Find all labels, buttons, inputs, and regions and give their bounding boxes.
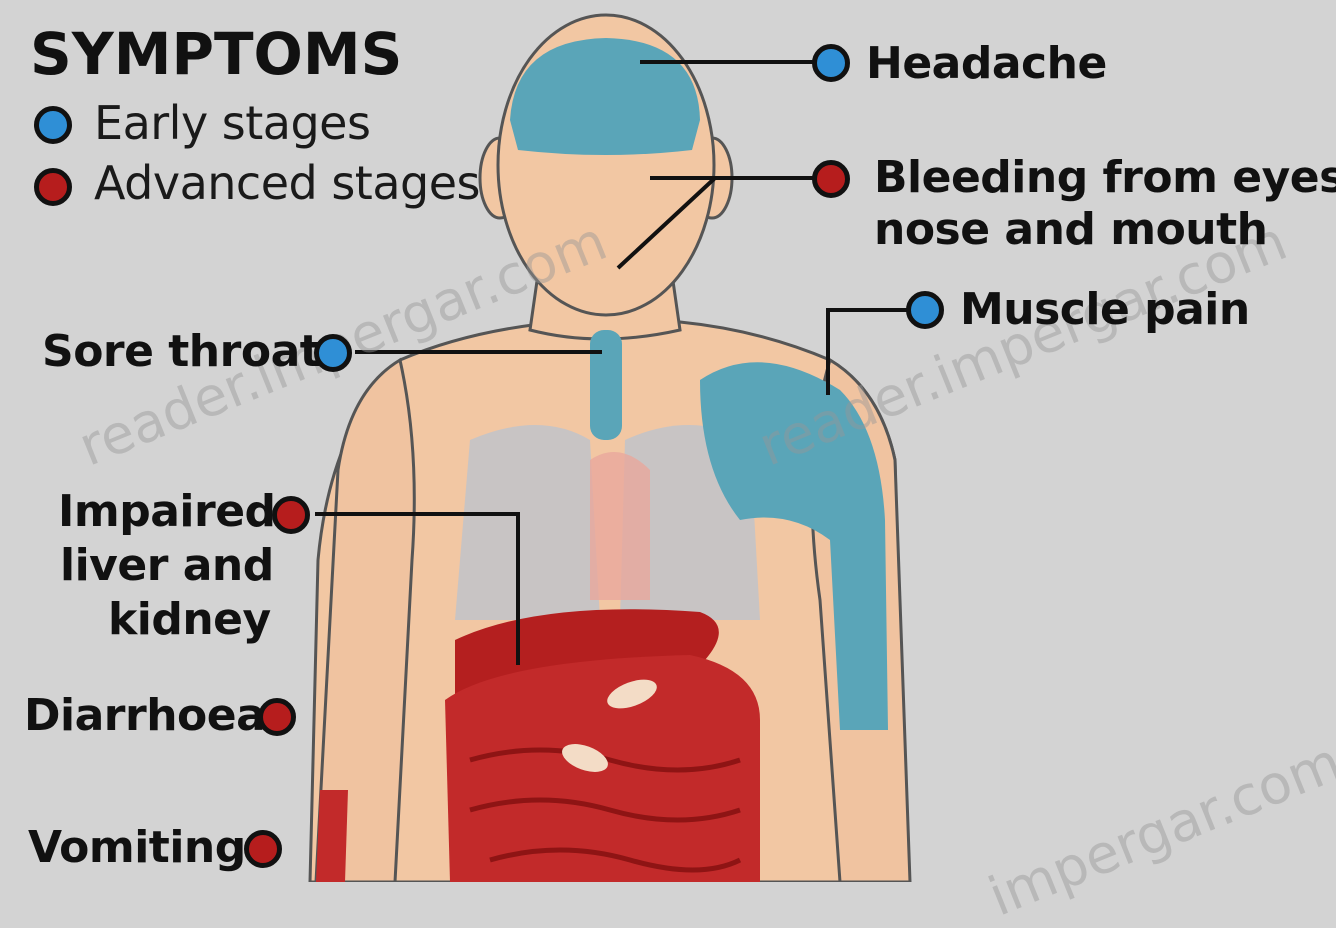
impaired-label-line2: liver and: [60, 540, 274, 592]
diarrhoea-label: Diarrhoea: [24, 690, 265, 742]
early-stage-dot: [34, 106, 72, 144]
impaired-dot: [272, 496, 310, 534]
muscle-pain-dot: [906, 291, 944, 329]
bleeding-label-line2: nose and mouth: [874, 204, 1268, 256]
lower-arm-region: [316, 790, 348, 882]
muscle-pain-label: Muscle pain: [960, 284, 1250, 336]
legend-title: SYMPTOMS: [30, 20, 402, 88]
throat-region: [590, 330, 622, 440]
left-lung: [455, 425, 600, 620]
bleeding-label-line1: Bleeding from eyes,: [874, 152, 1336, 204]
headache-dot: [812, 44, 850, 82]
impaired-label-line3: kidney: [108, 594, 271, 646]
advanced-stage-dot: [34, 168, 72, 206]
headache-label: Headache: [866, 38, 1107, 90]
advanced-stage-label: Advanced stages: [94, 156, 480, 210]
sore-throat-dot: [314, 334, 352, 372]
vomiting-dot: [244, 830, 282, 868]
vomiting-label: Vomiting: [28, 822, 246, 874]
bleeding-dot: [812, 160, 850, 198]
diarrhoea-dot: [258, 698, 296, 736]
impaired-label-line1: Impaired: [58, 486, 276, 538]
sore-throat-label: Sore throat: [42, 326, 320, 378]
early-stage-label: Early stages: [94, 96, 370, 150]
heart-region: [590, 452, 650, 600]
symptoms-diagram: reader.impergar.com reader.impergar.com …: [0, 0, 1336, 882]
